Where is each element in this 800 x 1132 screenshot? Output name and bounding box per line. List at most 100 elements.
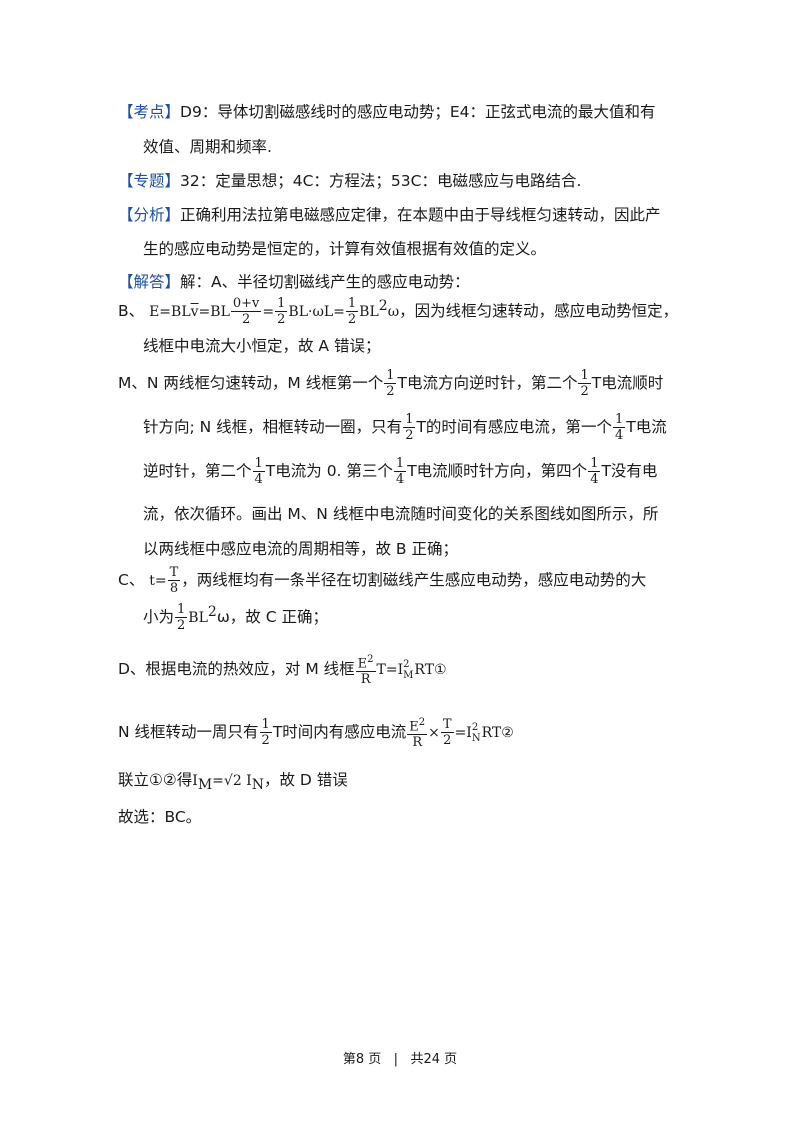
frac-num: 1 <box>588 456 601 472</box>
formula-sup: 2 <box>207 604 217 620</box>
fenxi-line-2: 生的感应电动势是恒定的，计算有效值根据有效值的定义。 <box>143 240 547 258</box>
text: T的时间有感应电流，第一个 <box>416 418 612 436</box>
frac-den: 2 <box>443 733 452 749</box>
formula-part: E=BL <box>149 304 191 321</box>
frac-num: 1 <box>175 602 188 619</box>
frac-num: E2 <box>407 715 428 736</box>
formula-part: RT② <box>481 725 514 742</box>
frac-num: 1 <box>384 368 397 384</box>
formula-sub: N <box>251 777 264 794</box>
frac-num: T <box>440 717 454 734</box>
formula-part: =I <box>454 725 472 742</box>
frac-den: 4 <box>395 472 405 487</box>
text: T时间内有感应电流 <box>272 723 407 742</box>
frac-num: 1 <box>259 717 272 734</box>
text: ，两线框均有一条半径在切割磁线产生感应电动势，感应电动势的大 <box>181 571 647 589</box>
formula-part: =BL <box>198 304 230 321</box>
mn-line-5: 以两线框中感应电流的周期相等，故 B 正确； <box>143 540 458 558</box>
text: ，故 D 错误 <box>263 771 348 789</box>
frac-den: 2 <box>347 312 357 328</box>
frac-den: 2 <box>386 384 395 399</box>
formula-part: =√2 I <box>212 773 252 789</box>
kaodian-line-2: 效值、周期和频率. <box>143 138 272 156</box>
jieda-text: 解：A、半径切割磁线产生的感应电动势： <box>180 273 470 291</box>
formula-part: = <box>262 304 275 321</box>
formula-sup: 2 <box>378 298 388 314</box>
text: 针方向; N 线框，相框转动一圈，只有 <box>143 418 403 436</box>
frac-den: 8 <box>169 581 179 596</box>
formula-part: BL·ωL= <box>288 304 345 321</box>
text: T电流顺时 <box>591 374 664 392</box>
text: ω，故 C 正确； <box>216 608 328 627</box>
text: C、 <box>118 571 145 589</box>
text: T电流方向逆时针，第二个 <box>397 374 578 392</box>
fenxi-line: 【分析】正确利用法拉第电磁感应定律，在本题中由于导线框匀速转动，因此产 <box>118 203 661 227</box>
b-line-2: 线框中电流大小恒定，故 A 错误； <box>143 337 381 355</box>
frac-num-text: E <box>409 719 419 735</box>
page-number: 第8 页 <box>342 1052 382 1067</box>
frac-num: 1 <box>252 456 265 472</box>
formula-sup: 2 <box>471 721 479 733</box>
frac-num: 1 <box>393 456 407 472</box>
formula-sub: M <box>197 777 213 794</box>
frac-den: 2 <box>241 312 251 328</box>
formula-sub: N <box>471 732 481 744</box>
text: 联立①②得 <box>118 771 193 789</box>
frac-num: 1 <box>403 412 416 428</box>
frac-num: 1 <box>612 412 626 428</box>
page-footer: 第8 页 | 共24 页 <box>0 1048 800 1067</box>
fenxi-tag: 【分析】 <box>118 206 181 224</box>
zhuanti-text: 32：定量思想；4C：方程法；53C：电磁感应与电路结合. <box>180 172 582 190</box>
frac-den: R <box>360 672 371 688</box>
kaodian-text: D9：导体切割磁感线时的感应电动势；E4：正弦式电流的最大值和有 <box>180 103 656 121</box>
formula-part: ω <box>387 304 400 321</box>
formula-sup: 2 <box>418 717 426 728</box>
text: N 线框转动一周只有 <box>118 723 259 742</box>
mn-line-4: 流，依次循环。画出 M、N 线框中电流随时间变化的关系图线如图所示，所 <box>143 505 659 523</box>
footer-separator: | <box>393 1052 399 1067</box>
lianli-line: 联立①②得IM=√2 IN，故 D 错误 <box>118 768 348 797</box>
frac-den: 4 <box>254 472 263 487</box>
text: M、N 两线框匀速转动，M 线框第一个 <box>118 374 384 392</box>
zhuanti-line: 【专题】32：定量思想；4C：方程法；53C：电磁感应与电路结合. <box>118 169 581 193</box>
text: T电流 <box>626 418 667 436</box>
formula-sup: 2 <box>367 654 374 665</box>
frac-num: 1 <box>578 368 591 384</box>
text: T电流顺时针方向，第四个 <box>407 462 588 480</box>
text: T没有电 <box>601 462 658 480</box>
frac-den: 2 <box>177 618 186 634</box>
formula-part: × <box>428 725 440 742</box>
frac-num: 0+v <box>230 296 262 313</box>
jieda-line: 【解答】解：A、半径切割磁线产生的感应电动势： <box>118 270 470 294</box>
frac-den: 2 <box>580 384 589 399</box>
frac-den: 4 <box>614 428 624 443</box>
kaodian-line: 【考点】D9：导体切割磁感线时的感应电动势；E4：正弦式电流的最大值和有 <box>118 100 655 124</box>
frac-den: 2 <box>405 428 414 443</box>
frac-den: 2 <box>277 312 286 328</box>
zhuanti-tag: 【专题】 <box>118 172 181 190</box>
jieda-tag: 【解答】 <box>118 273 181 291</box>
b-prefix: B、 <box>118 302 145 321</box>
formula-part: BL <box>188 610 208 627</box>
